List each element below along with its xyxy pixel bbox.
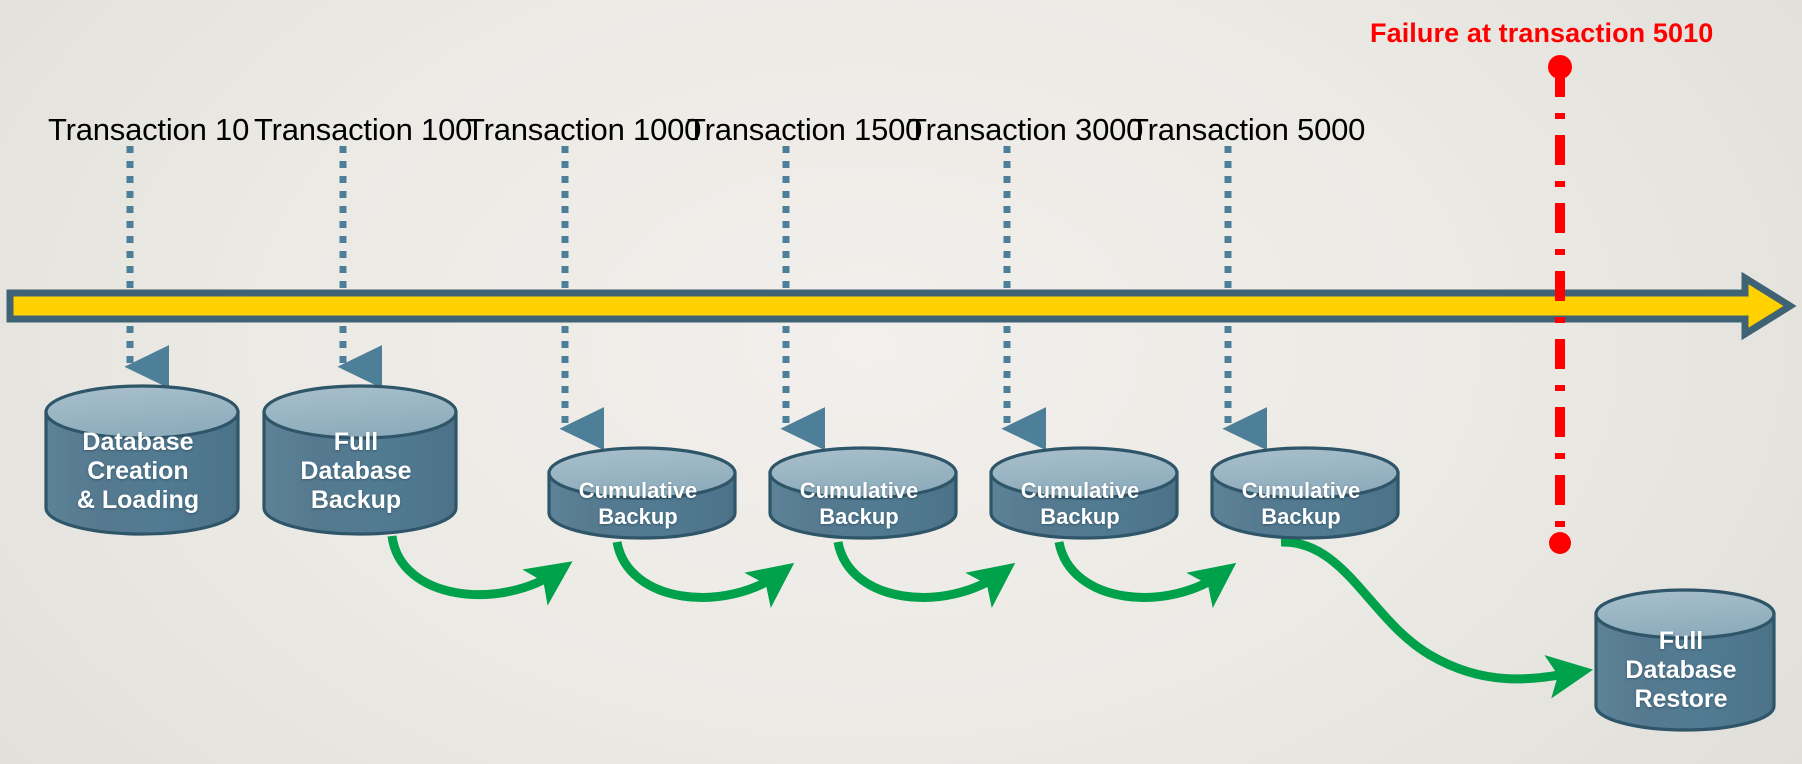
failure-marker — [1548, 55, 1572, 554]
cylinder-full-database-backup: Full Database Backup — [260, 382, 458, 536]
cylinder-body — [262, 410, 458, 536]
cylinder-top-ellipse — [262, 384, 458, 440]
green-arrow-1 — [387, 535, 573, 606]
transaction-label-10: Transaction 10 — [48, 112, 250, 147]
cylinder-shape — [44, 384, 240, 536]
cylinder-top-ellipse — [989, 446, 1179, 500]
failure-dot-bottom — [1549, 532, 1571, 554]
cylinder-body — [44, 410, 240, 536]
failure-annotation-label: Failure at transaction 5010 — [1370, 18, 1714, 48]
transaction-label-5000: Transaction 5000 — [1130, 112, 1366, 147]
transaction-label-3000: Transaction 3000 — [908, 112, 1144, 147]
cylinder-top-ellipse — [768, 446, 958, 500]
cylinder-top-ellipse — [1210, 446, 1400, 500]
green-arrow-4 — [1054, 540, 1237, 608]
cylinder-cumulative-backup-2: Cumulative Backup — [766, 444, 958, 540]
green-chain-arrows — [387, 535, 1594, 699]
cylinder-shape — [768, 446, 958, 540]
transaction-label-100: Transaction 100 — [254, 112, 473, 147]
cylinder-shape — [989, 446, 1179, 540]
transaction-label-1500: Transaction 1500 — [687, 112, 923, 147]
green-arrow-3 — [833, 540, 1016, 608]
transaction-label-1000: Transaction 1000 — [466, 112, 702, 147]
cylinder-cumulative-backup-1: Cumulative Backup — [545, 444, 737, 540]
cylinder-shape — [262, 384, 458, 536]
cylinder-full-database-restore: Full Database Restore — [1592, 586, 1776, 732]
cylinder-top-ellipse — [1594, 588, 1776, 640]
cylinder-top-ellipse — [547, 446, 737, 500]
cylinder-cumulative-backup-4: Cumulative Backup — [1208, 444, 1400, 540]
cylinder-shape — [1594, 588, 1776, 732]
green-arrow-2 — [612, 540, 795, 608]
cylinder-body — [1594, 612, 1776, 732]
timeline-arrow-shape — [6, 271, 1797, 341]
dotted-connectors — [124, 146, 1268, 451]
cylinder-shape — [1210, 446, 1400, 540]
cylinder-cumulative-backup-3: Cumulative Backup — [987, 444, 1179, 540]
cylinder-database-creation-loading: Database Creation & Loading — [42, 382, 240, 536]
green-arrow-5-to-restore — [1280, 537, 1594, 699]
timeline-arrow — [6, 271, 1797, 341]
cylinder-top-ellipse — [44, 384, 240, 440]
cylinder-shape — [547, 446, 737, 540]
